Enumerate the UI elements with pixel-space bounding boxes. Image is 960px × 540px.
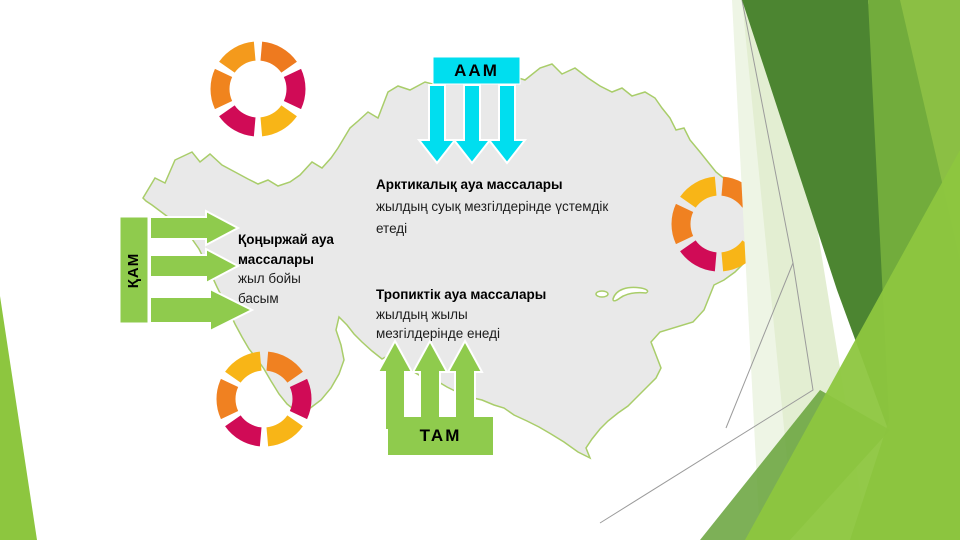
map-group: [142, 63, 761, 460]
facet-hairline: [599, 0, 814, 524]
qam-arrow-right: [149, 287, 255, 333]
ring-bottom-left: [216, 351, 312, 447]
aam-arrow-down: [486, 84, 528, 165]
ring-segment: [283, 68, 306, 110]
aam-arrow-down: [416, 84, 458, 165]
ring-segment: [720, 239, 758, 272]
bottom-left-wedge: [0, 296, 37, 540]
arctic-line1: жылдың суық мезгілдерінде үстемдік: [376, 199, 609, 214]
facet-bright-corner: [900, 0, 960, 260]
facet-mid2-band: [700, 390, 890, 540]
arctic-title: Арктикалық ауа массалары: [376, 177, 563, 192]
aam-label: ААМ: [454, 61, 499, 80]
kazakhstan-outline: [142, 63, 761, 460]
ring-segment: [720, 176, 758, 209]
tropical-line1: жылдың жылы: [376, 306, 468, 322]
ring-segment: [225, 414, 263, 447]
ring-segment: [680, 239, 718, 272]
qam-arrow-right: [149, 209, 241, 247]
arctic-line2: етеді: [376, 221, 408, 236]
facet-hairline: [725, 262, 794, 429]
qam-arrow-right: [149, 247, 241, 285]
ring-right: [671, 176, 767, 272]
ring-segment: [216, 378, 239, 420]
ring-top-left: [210, 41, 306, 137]
ring-segment: [289, 378, 312, 420]
lake-balkhash: [612, 286, 649, 302]
ring-segment: [219, 41, 257, 74]
ring-segment: [265, 414, 303, 447]
ring-segment: [259, 41, 297, 74]
tam-label: ТАМ: [419, 426, 462, 445]
ring-segment: [225, 351, 263, 384]
qam-label-text: ҚАМ: [125, 252, 143, 288]
temperate-line2: басым: [238, 290, 279, 306]
ring-segment: [680, 176, 718, 209]
tropical-line2: мезгілдерінде енеді: [376, 326, 501, 341]
facet-pale-band: [732, 0, 812, 540]
ring-segment: [210, 68, 233, 110]
facet-pale-band: [742, 0, 868, 540]
tropical-title: Тропиктік ауа массалары: [376, 287, 547, 302]
facet-bright-triangle: [745, 150, 960, 540]
ring-segment: [259, 104, 297, 137]
ring-segment: [671, 203, 694, 245]
facet-dark-band: [742, 0, 899, 432]
qam-label: ҚАМ: [118, 217, 150, 323]
temperate-line1: жыл бойы: [238, 271, 301, 286]
arctic-text-block: Арктикалық ауа массалары жылдың суық мез…: [376, 174, 676, 240]
ring-segment: [219, 104, 257, 137]
temperate-title-line2: массалары: [238, 251, 314, 267]
temperate-title-line1: Қоңыржай ауа: [238, 232, 334, 247]
tropical-text-block: Тропиктік ауа массалары жылдың жылы мезг…: [376, 285, 616, 344]
aam-arrow-down: [451, 84, 493, 165]
facet-mid-band: [850, 0, 960, 540]
ring-segment: [744, 203, 767, 245]
ring-segment: [265, 351, 303, 384]
temperate-text-block: Қоңыржай ауа массалары жыл бойы басым: [238, 230, 378, 308]
